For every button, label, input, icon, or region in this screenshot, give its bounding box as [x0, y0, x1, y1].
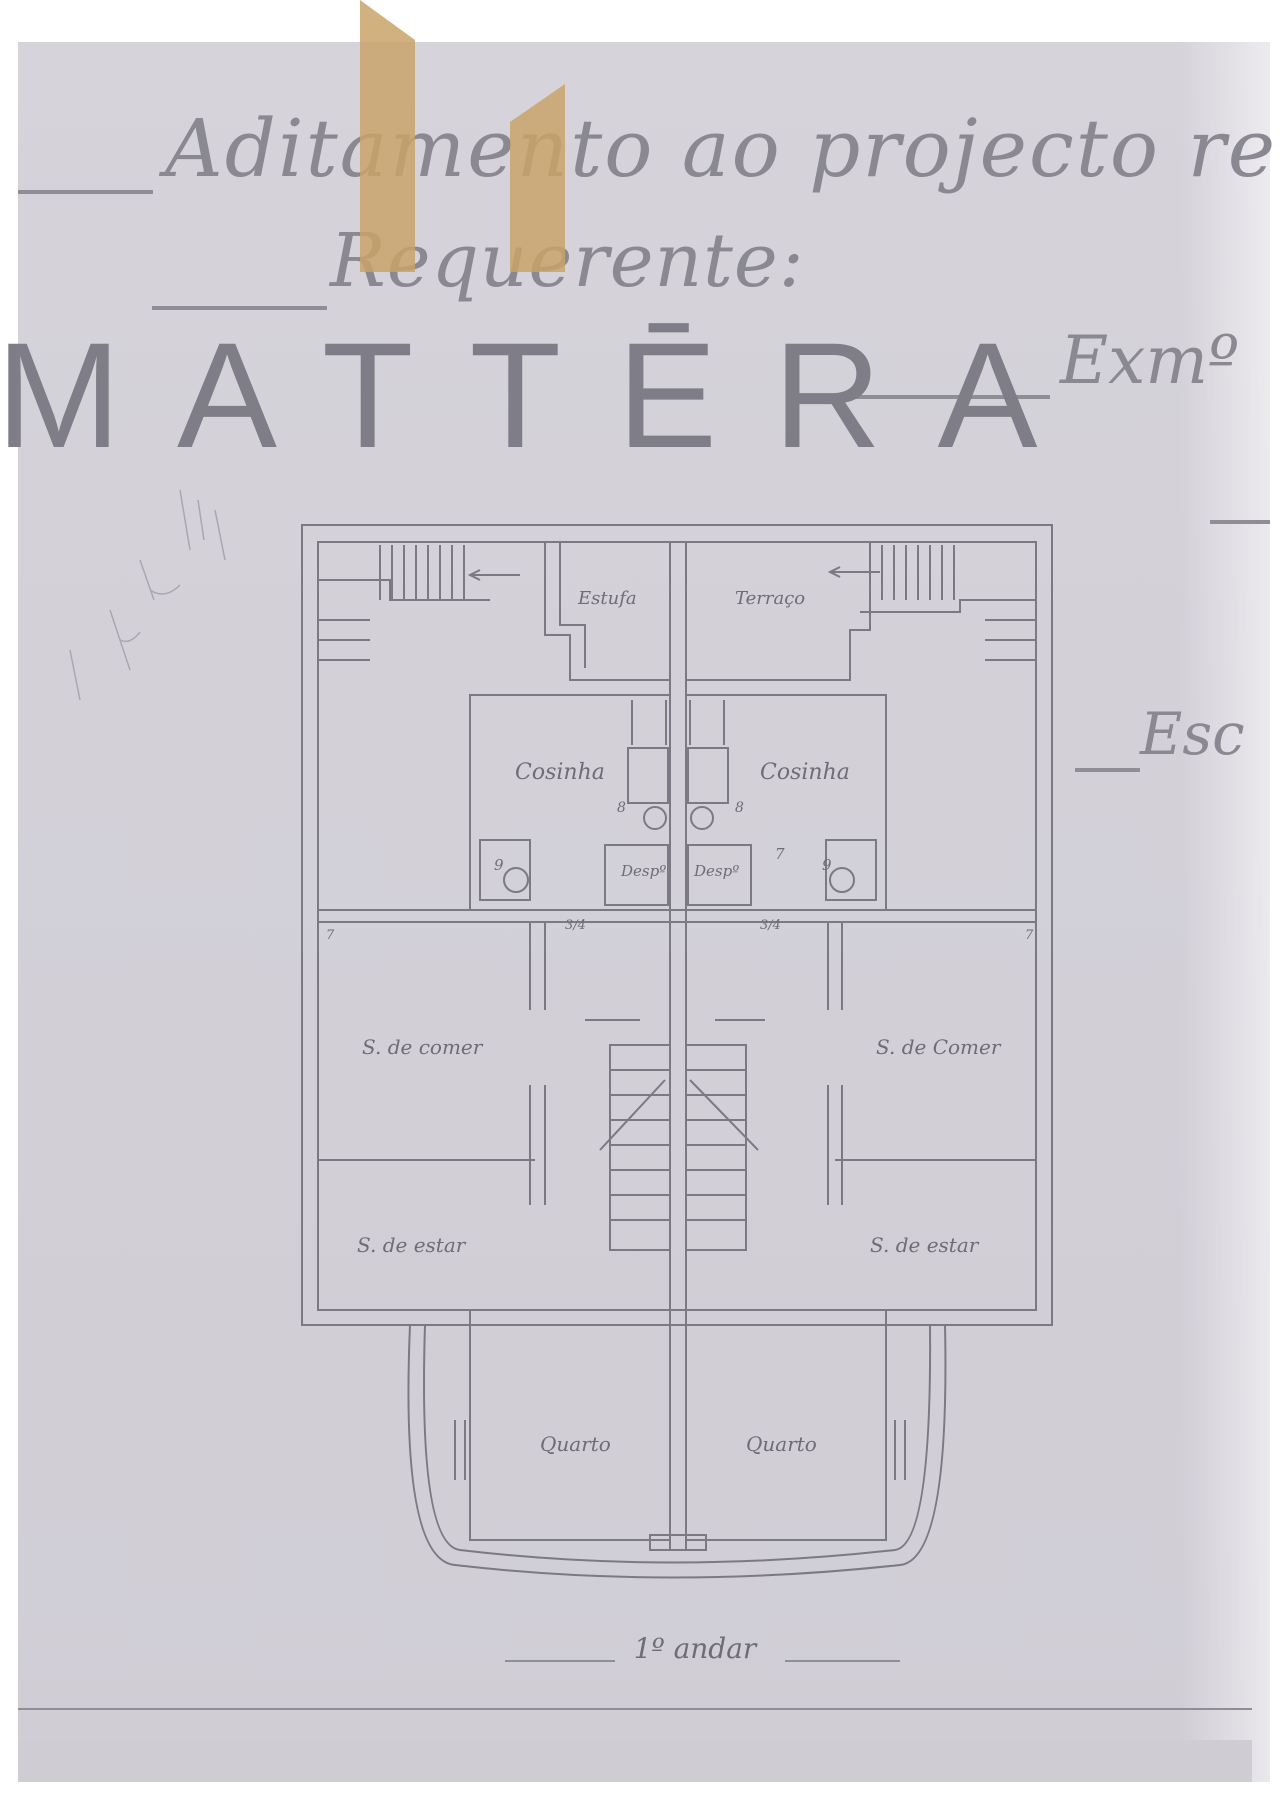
room-label-estar-right: S. de estar: [870, 1233, 979, 1257]
brand-logo-mark: [360, 0, 565, 272]
sheet-bottom-rule: [18, 1708, 1252, 1710]
room-label-comer-right: S. de Comer: [876, 1035, 1001, 1059]
room-label-n8-left: 8: [617, 800, 626, 816]
room-label-quarto-right: Quarto: [746, 1432, 817, 1456]
header-line-3: Exmº: [1060, 322, 1240, 399]
room-label-estar-left: S. de estar: [357, 1233, 466, 1257]
floor-label-rule-right: [785, 1660, 900, 1662]
room-label-frac-left: 3/4: [565, 918, 586, 933]
room-label-comer-left: S. de comer: [362, 1035, 483, 1059]
room-label-n7-mid: 7: [775, 845, 785, 863]
room-label-desp-right: Despº: [694, 862, 740, 880]
room-label-n7-left: 7: [326, 928, 335, 943]
header-line-1: Aditamento ao projecto reg: [165, 102, 1280, 195]
brand-wordmark: MATTĒRA: [0, 311, 1094, 479]
room-label-estufa: Estufa: [578, 588, 637, 609]
room-label-n8-right: 8: [735, 800, 744, 816]
room-label-n9-left: 9: [494, 856, 504, 874]
header-rule-3: [820, 395, 1050, 399]
header-rule-4: [1210, 520, 1270, 524]
room-label-n9-right: 9: [822, 856, 832, 874]
margin-scribbles: [69, 489, 226, 701]
room-label-frac-right: 3/4: [760, 918, 781, 933]
room-label-cosinha-left: Cosinha: [515, 760, 605, 785]
scanned-sheet: [18, 42, 1270, 1782]
header-line-4: Esc: [1140, 700, 1245, 768]
room-label-desp-left: Despº: [621, 862, 667, 880]
sheet-bottom-band: [18, 1740, 1252, 1782]
floor-label: 1º andar: [633, 1632, 757, 1665]
floor-label-rule-left: [505, 1660, 615, 1662]
room-label-terraco: Terraço: [735, 588, 806, 609]
room-label-quarto-left: Quarto: [540, 1432, 611, 1456]
header-rule-5: [1075, 768, 1140, 772]
room-label-n7-right: 7: [1025, 928, 1034, 943]
header-rule-2: [152, 306, 327, 310]
room-label-cosinha-right: Cosinha: [760, 760, 850, 785]
header-rule-1: [18, 190, 153, 194]
